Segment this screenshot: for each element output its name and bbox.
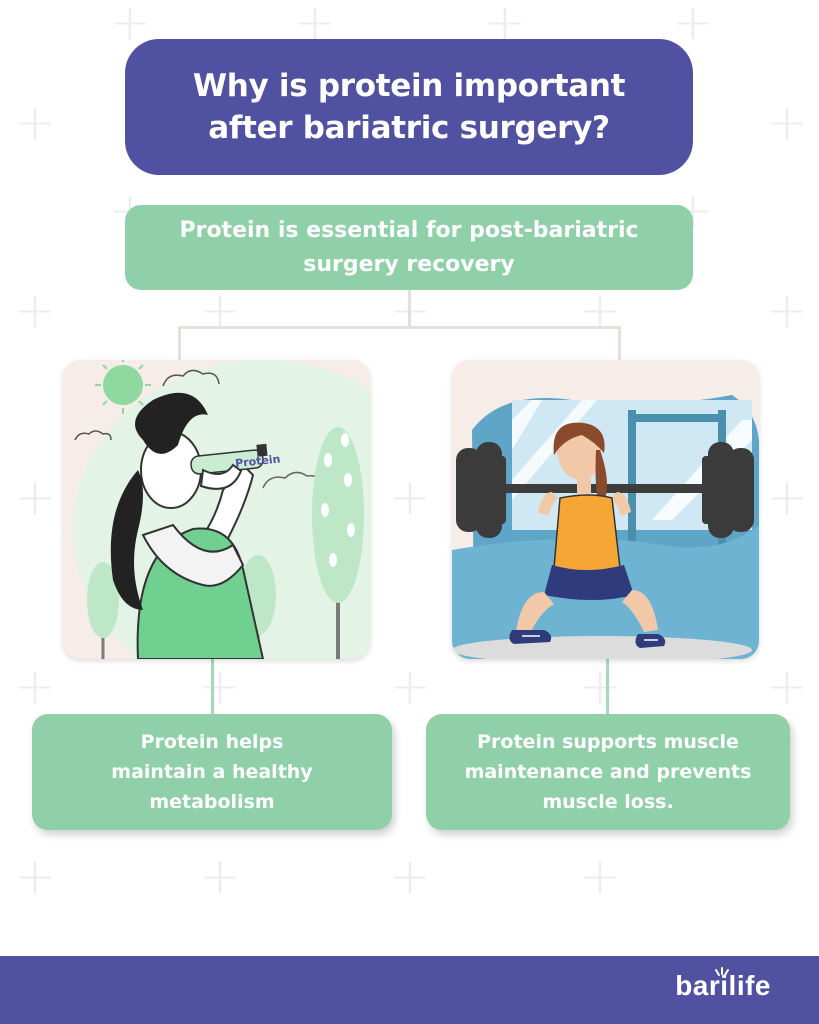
bottle-label: Protein — [235, 452, 281, 470]
title-banner: Why is protein important after bariatric… — [125, 39, 693, 175]
main-point-text: Protein is essential for post-bariatric … — [179, 217, 639, 277]
benefit-box-muscle: Protein supports muscle maintenance and … — [426, 714, 790, 830]
main-point-box: Protein is essential for post-bariatric … — [125, 205, 693, 290]
woman-squatting-barbell-icon — [452, 360, 759, 659]
woman-drinking-protein-icon: Protein — [63, 360, 370, 659]
connector-right-bottom — [606, 659, 609, 715]
connector-vertical-main — [408, 290, 411, 328]
brand-text: barilife — [675, 970, 771, 1001]
connector-left-down — [178, 326, 181, 362]
connector-left-bottom — [211, 659, 214, 715]
footer-bar: barilife — [0, 956, 819, 1024]
connector-right-down — [618, 326, 621, 362]
benefit-text: Protein supports muscle maintenance and … — [464, 731, 752, 813]
connector-horizontal — [178, 326, 621, 329]
benefit-box-metabolism: Protein helps maintain a healthy metabol… — [32, 714, 392, 830]
benefit-text: Protein helps maintain a healthy metabol… — [111, 731, 313, 813]
barilife-logo: barilife — [675, 967, 771, 1002]
spark-icon — [715, 967, 730, 976]
page-title: Why is protein important after bariatric… — [192, 68, 626, 146]
